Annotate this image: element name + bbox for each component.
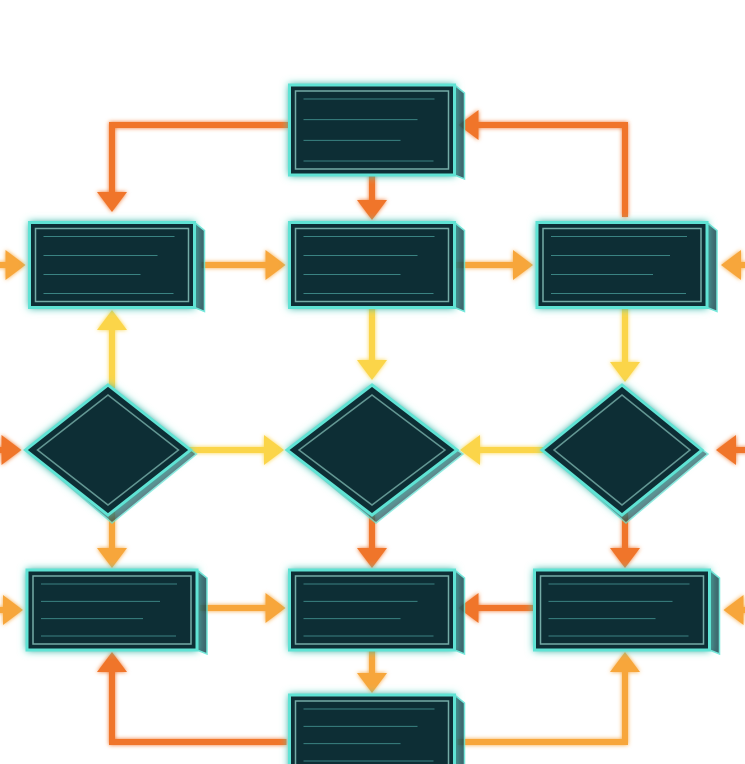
edge-offscreen-left-to-left-process-1 <box>0 250 26 280</box>
edge-right-process-1-to-right-decision <box>610 305 640 382</box>
edge-left-process-1-to-center-process-1 <box>201 250 286 280</box>
edge-right-decision-to-center-decision <box>460 435 543 465</box>
edges-layer <box>0 110 745 745</box>
edge-right-process-2-to-center-process-2 <box>458 593 534 623</box>
left-process-1-inner-rim <box>34 227 190 303</box>
arrow-head-icon <box>458 110 479 140</box>
arrow-head-icon <box>97 652 127 672</box>
arrow-head-icon <box>723 595 744 625</box>
arrow-head-icon <box>458 593 479 623</box>
center-process-2-box <box>288 568 466 656</box>
left-process-1-face <box>28 221 196 309</box>
left-decision-face <box>23 383 193 517</box>
right-decision-inner-rim <box>552 394 692 506</box>
arrow-shaft <box>475 122 628 217</box>
right-process-1-inner-rim <box>542 227 702 303</box>
edge-offscreen-left-to-left-process-2 <box>0 595 23 625</box>
edge-offscreen-left-to-left-decision <box>0 435 22 465</box>
center-process-2-face <box>288 568 456 652</box>
nodes-layer <box>23 83 721 764</box>
edge-bottom-process-to-left-process-2 <box>97 652 287 745</box>
arrow-head-icon <box>610 548 640 568</box>
arrow-head-icon <box>357 200 387 220</box>
arrow-head-icon <box>716 435 736 465</box>
center-process-1-box <box>288 220 466 313</box>
arrow-head-icon <box>264 435 284 465</box>
right-process-1-face <box>535 221 709 309</box>
edge-right-decision-to-right-process-2 <box>610 513 640 568</box>
left-decision-diamond <box>23 383 198 524</box>
edge-center-process-2-to-bottom-process <box>357 647 387 693</box>
edge-top-process-to-center-process-1 <box>357 172 387 220</box>
top-process-face <box>288 83 456 177</box>
right-decision-diamond <box>539 383 710 524</box>
edge-top-process-to-left-process-1 <box>97 122 289 212</box>
arrow-head-icon <box>460 435 480 465</box>
left-decision-inner-rim <box>36 394 180 506</box>
edge-bottom-process-to-right-process-2 <box>457 652 640 745</box>
edge-left-decision-to-center-decision <box>189 435 284 465</box>
edge-center-process-1-to-right-process-1 <box>455 250 533 280</box>
center-process-1-inner-rim <box>294 227 450 303</box>
edge-left-decision-to-left-process-1 <box>97 310 127 388</box>
edge-offscreen-right-to-right-process-2 <box>723 595 745 625</box>
edge-left-process-2-to-center-process-2 <box>200 593 286 623</box>
arrow-head-icon <box>513 250 533 280</box>
edge-offscreen-right-to-right-decision <box>716 435 745 465</box>
right-process-1-box <box>535 220 718 313</box>
arrow-head-icon <box>97 310 127 330</box>
center-process-1-face <box>288 221 456 309</box>
edge-right-process-1-to-top-process <box>458 110 628 217</box>
arrow-head-icon <box>357 673 387 693</box>
arrow-head-icon <box>610 362 640 382</box>
right-decision-face <box>539 383 705 517</box>
arrow-head-icon <box>3 595 23 625</box>
arrow-head-icon <box>265 250 286 280</box>
right-process-2-face <box>533 568 711 652</box>
arrow-head-icon <box>721 250 741 280</box>
arrow-head-icon <box>97 548 127 568</box>
arrow-head-icon <box>97 192 127 212</box>
edge-center-decision-to-center-process-2 <box>357 513 387 568</box>
right-process-2-box <box>533 568 721 656</box>
arrow-shaft <box>109 669 287 745</box>
bottom-process-box <box>288 693 466 764</box>
top-process-inner-rim <box>294 90 450 170</box>
arrow-head-icon <box>357 548 387 568</box>
left-process-2-box <box>25 568 208 656</box>
left-process-1-box <box>28 220 206 313</box>
arrow-head-icon <box>1 435 22 465</box>
arrow-head-icon <box>265 593 286 623</box>
left-process-2-face <box>25 568 199 652</box>
arrow-head-icon <box>610 652 640 672</box>
top-process-box <box>288 83 466 181</box>
right-process-2-inner-rim <box>539 575 705 645</box>
arrow-head-icon <box>357 360 387 380</box>
center-decision-diamond <box>284 383 465 524</box>
center-process-2-inner-rim <box>294 575 450 645</box>
edge-center-process-1-to-center-decision <box>357 305 387 380</box>
arrow-shaft <box>109 122 289 195</box>
edge-offscreen-right-to-right-process-1 <box>721 250 745 280</box>
arrow-shaft <box>457 669 628 745</box>
center-decision-inner-rim <box>297 394 447 506</box>
bottom-process-face <box>288 693 456 764</box>
arrow-head-icon <box>5 250 26 280</box>
center-decision-face <box>284 383 460 517</box>
bottom-process-inner-rim <box>294 700 450 764</box>
left-process-2-inner-rim <box>32 575 192 645</box>
